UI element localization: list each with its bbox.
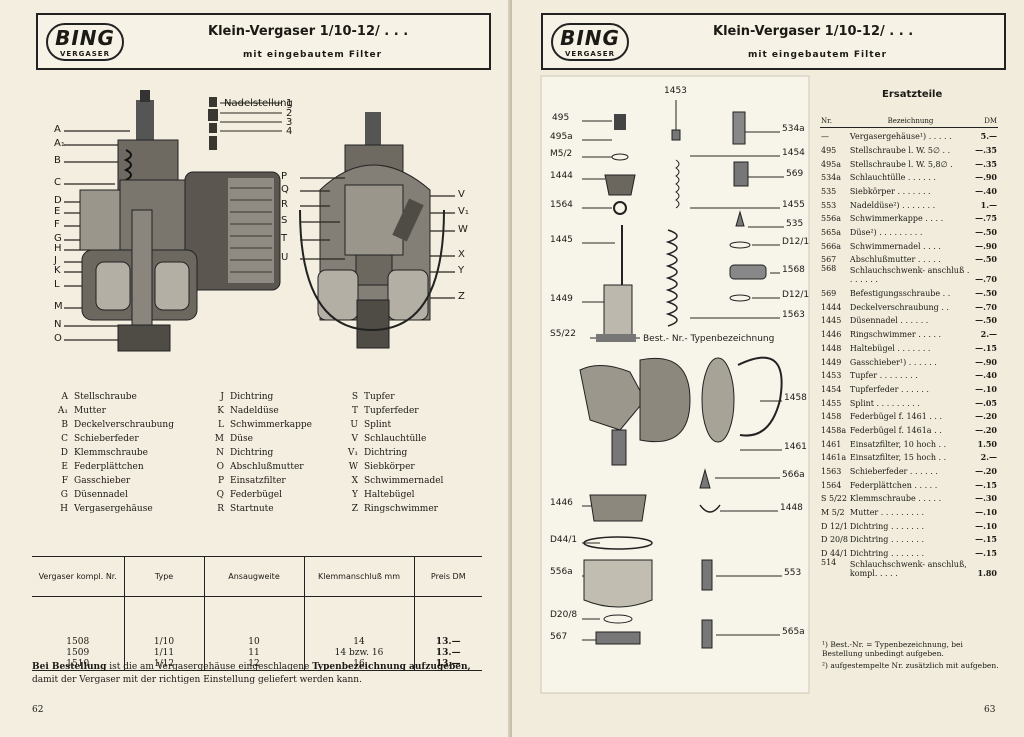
page-number: 63 [984,705,996,715]
bing-logo: BING VERGASER [551,23,629,61]
needle-position-label: Nadelstellung [224,98,293,109]
left-page-title: Klein-Vergaser 1/10-12/ . . . [208,24,409,39]
order-note: Bei Bestellung ist die am Vergasergehäus… [32,662,471,685]
footnotes: ¹) Best.-Nr. = Typenbezeichnung, bei Bes… [822,640,999,670]
exploded-parts-drawing [540,75,810,694]
spare-parts-title: Ersatzteile [882,89,943,100]
left-header-box: BING VERGASER Klein-Vergaser 1/10-12/ . … [36,13,491,70]
page-number: 62 [32,705,44,715]
left-page-subtitle: mit eingebautem Filter [243,50,383,60]
bing-logo: BING VERGASER [46,23,124,61]
type-designation-label: Best.- Nr.- Typenbezeichnung [643,334,775,344]
right-page-subtitle: mit eingebautem Filter [748,50,888,60]
carburetor-cutaway-drawing [64,90,455,352]
left-page: BING VERGASER Klein-Vergaser 1/10-12/ . … [0,0,512,737]
table-row: —Vergasergehäuse¹) . . . . .5.— [821,131,997,142]
right-page-title: Klein-Vergaser 1/10-12/ . . . [713,24,914,39]
right-header-box: BING VERGASER Klein-Vergaser 1/10-12/ . … [541,13,1006,70]
spare-parts-table: Nr. Bezeichnung DM —Vergasergehäuse¹) . … [820,115,998,579]
carburetor-price-table: Vergaser kompl. Nr. Type Ansaugweite Kle… [32,556,482,671]
